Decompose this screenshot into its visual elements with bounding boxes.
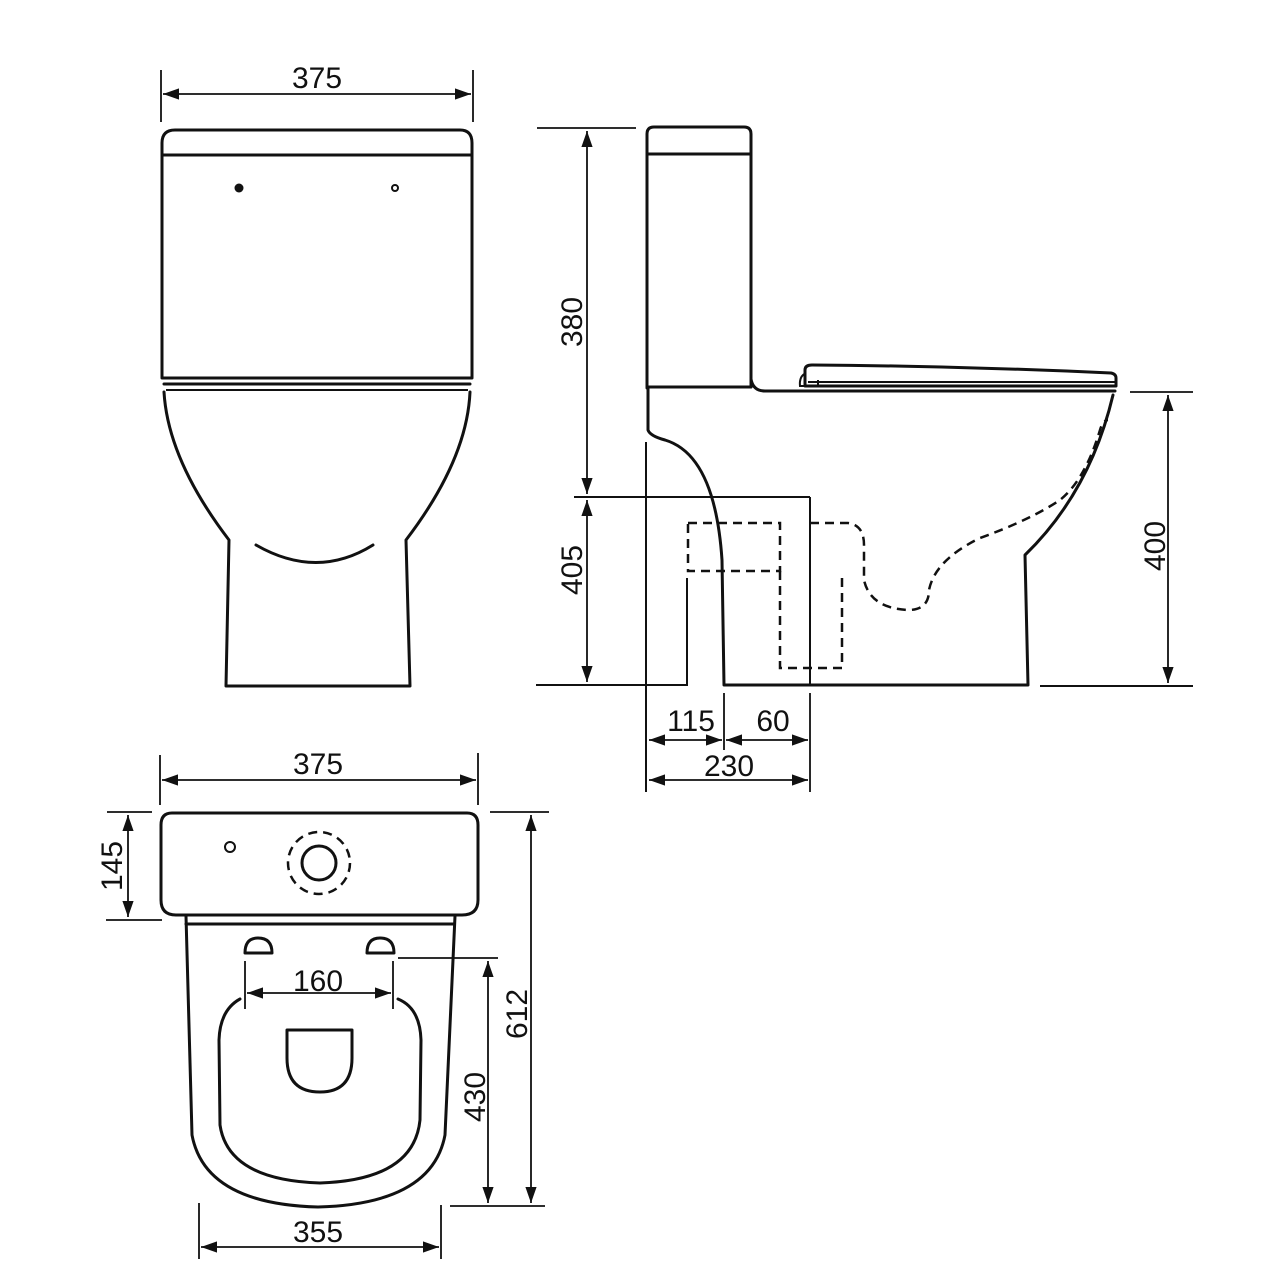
hinge-right bbox=[365, 936, 396, 955]
flush-valve-hidden bbox=[286, 830, 352, 896]
cistern-height-dimension: 380 bbox=[537, 127, 636, 494]
seat-height-dimension: 400 bbox=[1130, 391, 1193, 683]
side-seat bbox=[798, 363, 1118, 388]
side-view: 380 405 400 115 60 230 bbox=[536, 125, 1193, 792]
top-view: 375 145 bbox=[96, 748, 549, 1259]
pan-width-dimension: 355 bbox=[198, 1203, 442, 1259]
seat-depth-dimension: 430 bbox=[398, 957, 545, 1207]
button-hole-left bbox=[234, 183, 244, 193]
side-cistern bbox=[645, 125, 1117, 393]
waste-width-label: 60 bbox=[756, 705, 789, 738]
top-cistern bbox=[159, 811, 480, 917]
front-cistern bbox=[160, 128, 474, 391]
button-hole bbox=[224, 841, 236, 853]
cistern-depth-dimension: 145 bbox=[96, 811, 162, 921]
fixing-holes-dimension: 160 bbox=[244, 961, 394, 1009]
overall-depth-label: 612 bbox=[501, 989, 534, 1039]
flush-button-icon bbox=[300, 844, 338, 882]
overall-base-label: 230 bbox=[704, 750, 754, 783]
pan-width-label: 355 bbox=[293, 1216, 343, 1249]
hinge-left bbox=[243, 936, 274, 955]
front-width-dimension: 375 bbox=[160, 62, 474, 122]
front-width-label: 375 bbox=[292, 62, 342, 95]
front-pan bbox=[162, 390, 472, 688]
seat-depth-label: 430 bbox=[459, 1072, 492, 1122]
waste-height-dimension: 405 bbox=[556, 500, 593, 682]
base-dimensions: 115 60 230 bbox=[649, 693, 811, 792]
top-width-dimension: 375 bbox=[159, 748, 479, 805]
top-width-label: 375 bbox=[293, 748, 343, 781]
seat-height-label: 400 bbox=[1139, 521, 1172, 571]
waste-offset-label: 115 bbox=[667, 705, 715, 738]
side-pan bbox=[646, 386, 1115, 687]
button-hole-right bbox=[391, 184, 399, 192]
cistern-height-label: 380 bbox=[556, 297, 589, 347]
overall-depth-dimension: 612 bbox=[490, 811, 549, 1203]
fixing-holes-label: 160 bbox=[293, 965, 343, 998]
cistern-depth-label: 145 bbox=[96, 841, 129, 891]
side-trap-hidden bbox=[686, 418, 1109, 670]
side-waste-outline bbox=[536, 442, 1193, 792]
waste-height-label: 405 bbox=[556, 545, 589, 595]
top-pan bbox=[184, 914, 457, 1209]
front-view: 375 bbox=[160, 62, 474, 688]
